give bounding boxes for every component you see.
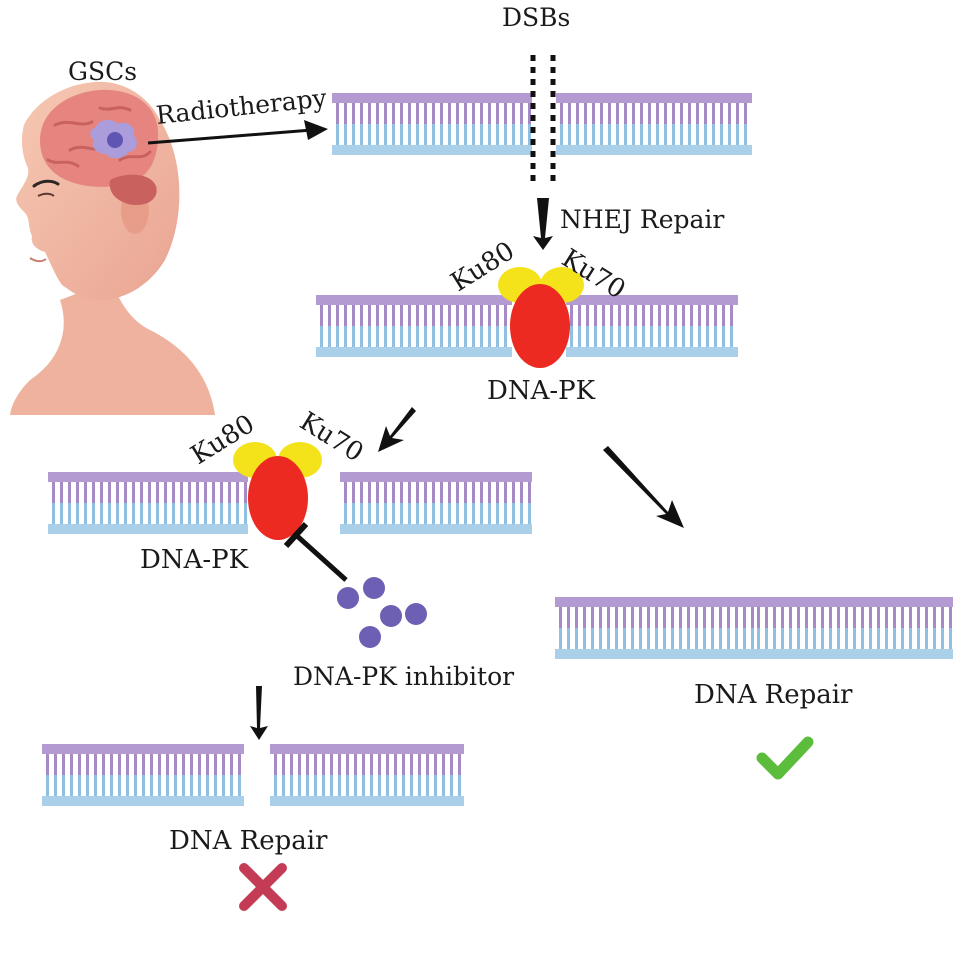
dna-pk-label-middle: DNA-PK — [140, 545, 249, 575]
dna-segment-repaired-right — [753, 597, 953, 659]
dna-repair-success-label: DNA Repair — [694, 680, 853, 710]
radiotherapy-arrow — [147, 120, 328, 145]
dna-pk-inhibitor-molecules-icon — [337, 577, 427, 648]
arrow-to-inhibition — [378, 407, 416, 452]
double-strand-break-marker — [530, 55, 556, 185]
arrow-to-failed-repair — [250, 686, 268, 740]
dna-segment-unrepaired-right — [270, 744, 464, 806]
ku-dna-pk-complex-middle — [233, 442, 322, 540]
arrow-to-successful-repair — [603, 446, 684, 528]
dna-segment-repaired-left — [555, 597, 755, 659]
dna-segment-bound-left — [316, 295, 512, 357]
nhej-arrow — [533, 198, 553, 250]
dsbs-label: DSBs — [502, 3, 570, 32]
gscs-label: GSCs — [68, 57, 137, 86]
dna-segment-bound-right — [566, 295, 738, 357]
dna-pk-protein-icon — [510, 284, 570, 368]
dna-segment-inhibited-right — [340, 472, 532, 534]
dna-segment-broken-right — [556, 93, 752, 155]
nhej-repair-label: NHEJ Repair — [560, 205, 724, 234]
human-head-with-brain-tumor-icon — [10, 81, 215, 415]
inhibition-t-bar — [283, 521, 348, 582]
dna-strands — [42, 93, 953, 806]
dna-pk-protein-icon — [248, 456, 308, 540]
dna-segment-inhibited-left — [48, 472, 248, 534]
dna-pk-label-top: DNA-PK — [487, 376, 596, 406]
dna-segment-unrepaired-left — [42, 744, 244, 806]
dna-repair-failure-label: DNA Repair — [169, 826, 328, 856]
ku-dna-pk-complex-top — [498, 267, 584, 368]
radiotherapy-label: Radiotherapy — [155, 83, 329, 130]
dna-segment-broken-left — [332, 93, 532, 155]
check-mark-icon — [756, 736, 814, 780]
cross-mark-icon — [239, 863, 287, 911]
dna-pk-inhibitor-label: DNA-PK inhibitor — [293, 662, 514, 691]
